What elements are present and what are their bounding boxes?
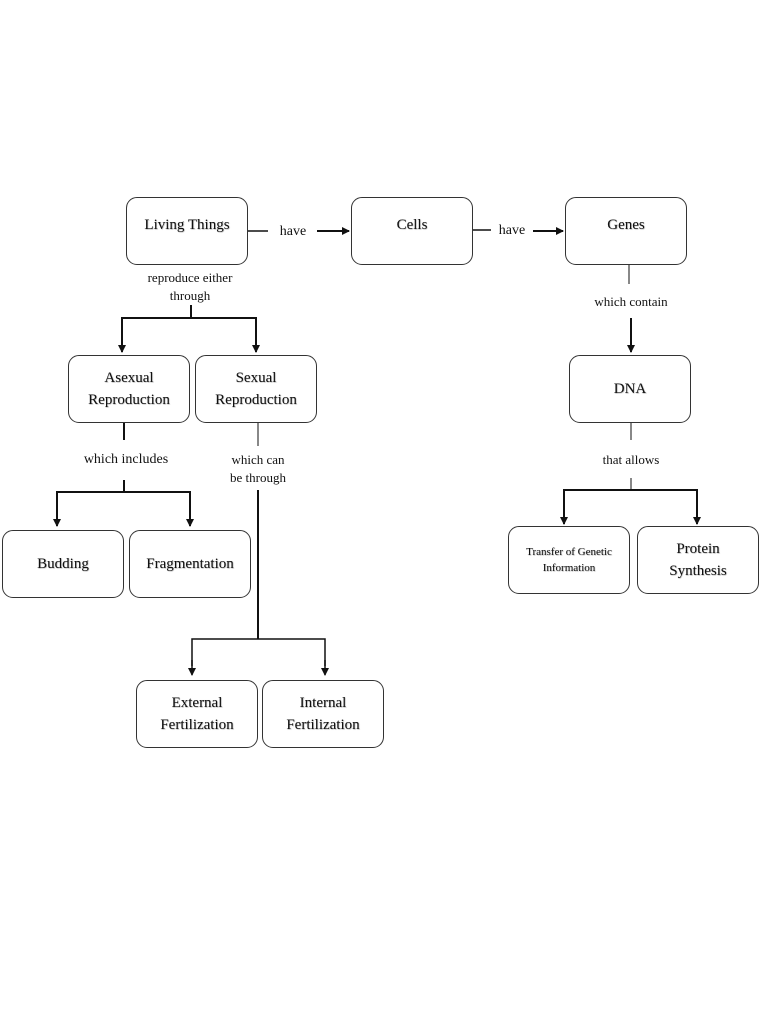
node-sexual-reproduction-label: Sexual Reproduction [215,370,297,408]
edge-sexual-branch [191,638,326,666]
node-protein-synthesis-label: Protein Synthesis [669,541,727,579]
node-fragmentation: Fragmentation [129,530,251,598]
node-cells: Cells [351,197,473,265]
link-label-living-things-have: have [270,223,316,241]
link-label-reproduce-either-through: reproduce either through [147,270,233,303]
node-genes: Genes [565,197,687,265]
node-transfer-of-genetic-information: Transfer of Genetic Information [508,526,630,594]
node-protein-synthesis: Protein Synthesis [637,526,759,594]
node-dna-label: DNA [613,381,647,397]
node-genes-label: Genes [607,217,645,233]
link-label-which-contain: which contain [576,293,686,311]
node-sexual-reproduction: Sexual Reproduction [195,355,317,423]
edge-dna-branch [563,489,698,518]
node-cells-label: Cells [396,217,428,233]
node-internal-fertilization-label: Internal Fertilization [286,695,360,733]
node-living-things-label: Living Things [144,217,230,233]
node-external-fertilization-label: External Fertilization [160,695,234,733]
link-label-that-allows: that allows [586,451,676,469]
edge-asexual-branch [56,491,191,522]
node-asexual-reproduction-label: Asexual Reproduction [88,370,170,408]
link-label-cells-have: have [491,222,533,240]
node-external-fertilization: External Fertilization [136,680,258,748]
node-living-things: Living Things [126,197,248,265]
node-budding-label: Budding [37,556,89,572]
node-fragmentation-label: Fragmentation [146,556,234,572]
node-asexual-reproduction: Asexual Reproduction [68,355,190,423]
link-label-which-can-be-through: which can be through [218,451,298,487]
edge-reproduce-branch [121,317,257,350]
link-label-which-includes: which includes [66,451,186,469]
node-internal-fertilization: Internal Fertilization [262,680,384,748]
node-budding: Budding [2,530,124,598]
node-transfer-of-genetic-information-label: Transfer of Genetic Information [526,546,612,574]
node-dna: DNA [569,355,691,423]
